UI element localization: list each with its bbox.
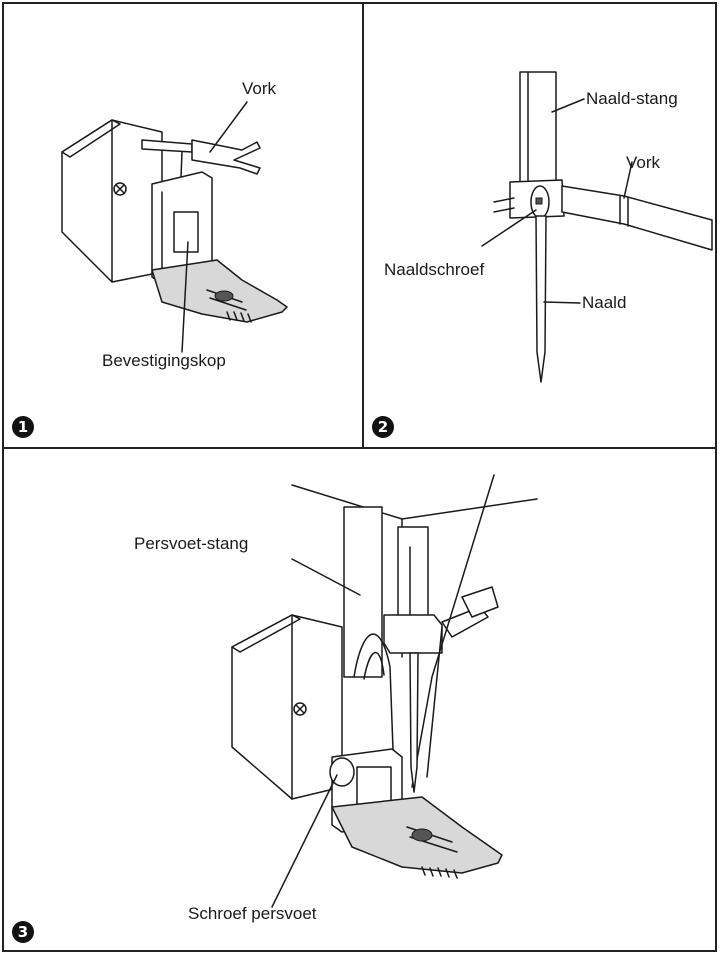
leader-naald-stang (551, 98, 585, 113)
presser-bar (343, 506, 383, 678)
label-vork: Vork (626, 153, 661, 172)
leader-naald (543, 301, 581, 304)
needle-bar (397, 526, 429, 628)
needle (535, 215, 547, 383)
leader-schroef-persvoet (271, 774, 338, 908)
fork (191, 139, 261, 175)
panel-3: Persvoet-stang Schroef persvoet 3 (2, 447, 717, 952)
panel-number-2: 2 (372, 416, 394, 438)
label-naaldschroef: Naaldschroef (384, 260, 485, 279)
needle (409, 652, 419, 793)
panel-1-illustration (61, 101, 288, 353)
label-bevestigingskop: Bevestigingskop (102, 351, 226, 370)
machine-head (291, 484, 538, 520)
leader-naaldschroef (481, 209, 537, 247)
thread (411, 474, 495, 788)
leader-persvoet-stang (291, 558, 361, 596)
label-vork: Vork (242, 79, 277, 98)
label-naald: Naald (582, 293, 627, 312)
needle-bar (519, 71, 557, 185)
fork-arm (561, 185, 713, 251)
fork-arm (141, 139, 193, 153)
panel-number-3: 3 (12, 921, 34, 943)
label-schroef-persvoet: Schroef persvoet (188, 904, 317, 923)
label-naald-stang: Naald-stang (586, 89, 678, 108)
panel-3-illustration (231, 474, 538, 908)
panel-number-1: 1 (12, 416, 34, 438)
label-persvoet-stang: Persvoet-stang (134, 534, 249, 553)
leader-bevestigingskop (181, 241, 189, 353)
leader-vork (209, 101, 248, 153)
presser-sole (151, 259, 288, 323)
leader-vork (623, 161, 633, 199)
presser-screw (329, 757, 355, 787)
panel-2-illustration (481, 71, 713, 383)
panel-1: Vork Bevestigingskop 1 (2, 2, 364, 449)
panel-2: Naald-stang Vork Naaldschroef Naald 2 (362, 2, 717, 449)
